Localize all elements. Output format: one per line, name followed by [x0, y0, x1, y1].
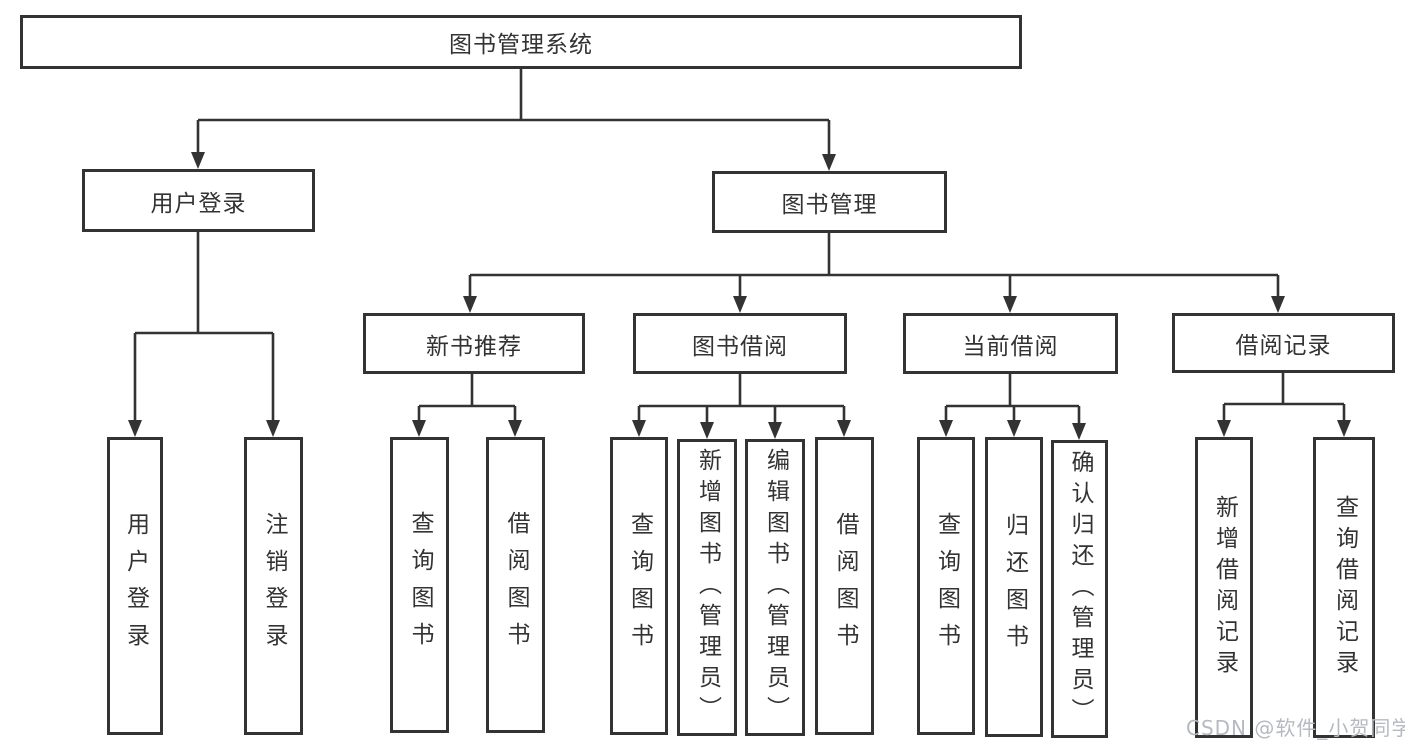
node-label: 当前借阅 — [962, 333, 1059, 360]
leaf-bb-edit-books-admin: 编辑图书（管理员） — [745, 439, 805, 736]
leaf-br-add-record: 新增借阅记录 — [1195, 437, 1253, 738]
csdn-watermark: CSDN @软件_小贺同学 — [1186, 716, 1405, 740]
arrow-cb-confirm — [1072, 423, 1086, 440]
arrow-nbr-query — [412, 420, 426, 437]
edge-book-borrow-split — [637, 374, 846, 424]
arrow-bb-query — [632, 420, 646, 437]
node-label: 图书管理系统 — [449, 32, 593, 58]
node-label: 确认归还（管理员） — [1067, 449, 1093, 729]
arrow-nbr-borrow — [508, 420, 522, 437]
node-label: 编辑图书（管理员） — [762, 448, 789, 727]
node-label: 新书推荐 — [426, 333, 522, 360]
leaf-cb-query-books: 查询图书 — [917, 437, 975, 735]
leaf-cb-confirm-return-admin: 确认归还（管理员） — [1051, 440, 1108, 738]
arrow-ul-logout — [266, 420, 280, 437]
node-user-login: 用户登录 — [82, 169, 315, 232]
node-label: 注销登录 — [261, 512, 287, 660]
arrow-current-borrow — [1003, 296, 1017, 313]
arrow-borrow-records — [1271, 296, 1285, 313]
node-book-borrowing: 图书借阅 — [633, 313, 847, 374]
edge-current-borrow-split — [944, 374, 1081, 425]
node-label: 借阅记录 — [1235, 333, 1332, 359]
arrow-new-book-rec — [463, 296, 477, 313]
arrow-bb-edit — [768, 422, 782, 439]
arrow-bb-borrow — [837, 420, 851, 437]
node-label: 查询图书 — [933, 512, 960, 660]
node-current-borrowing: 当前借阅 — [903, 313, 1118, 374]
arrow-bb-add — [700, 422, 714, 439]
node-label: 查询图书 — [407, 511, 433, 659]
node-label: 图书管理 — [781, 192, 878, 218]
node-label: 图书借阅 — [692, 333, 788, 360]
arrow-br-query — [1337, 420, 1351, 437]
node-label: 新增图书（管理员） — [694, 448, 721, 727]
arrow-cb-query — [939, 420, 953, 437]
leaf-cb-return-books: 归还图书 — [985, 437, 1043, 737]
edge-user-login-split — [133, 232, 275, 422]
arrow-br-add — [1217, 420, 1231, 437]
leaf-nbr-query-books: 查询图书 — [390, 437, 449, 733]
leaf-logout: 注销登录 — [244, 437, 303, 735]
leaf-br-query-record: 查询借阅记录 — [1313, 437, 1375, 738]
leaf-bb-borrow-books: 借阅图书 — [815, 437, 874, 735]
leaf-bb-add-books-admin: 新增图书（管理员） — [677, 439, 737, 736]
edge-new-book-rec-split — [417, 374, 517, 422]
node-library-management-system: 图书管理系统 — [20, 15, 1022, 69]
leaf-user-login: 用户登录 — [107, 437, 163, 735]
edge-borrow-records-split — [1222, 373, 1346, 422]
arrow-book-borrow — [733, 296, 747, 313]
edge-book-mgmt-split — [468, 233, 1280, 298]
arrow-cb-return — [1007, 420, 1021, 437]
arrow-book-mgmt — [822, 154, 836, 171]
node-label: 借阅图书 — [503, 511, 529, 659]
node-new-book-recommendation: 新书推荐 — [363, 313, 585, 374]
node-label: 归还图书 — [1001, 513, 1028, 661]
node-book-management: 图书管理 — [712, 171, 947, 233]
node-label: 用户登录 — [150, 190, 247, 217]
node-borrowing-records: 借阅记录 — [1172, 313, 1395, 373]
node-label: 用户登录 — [122, 512, 149, 660]
node-label: 新增借阅记录 — [1211, 494, 1238, 681]
leaf-bb-query-books: 查询图书 — [610, 437, 668, 735]
node-label: 借阅图书 — [832, 512, 858, 660]
node-label: 查询图书 — [626, 512, 653, 660]
node-label: 查询借阅记录 — [1331, 494, 1358, 681]
edge-root-split — [196, 69, 831, 157]
leaf-nbr-borrow-books: 借阅图书 — [486, 437, 545, 733]
arrow-user-login — [191, 152, 205, 169]
arrowheads — [128, 152, 1351, 440]
arrow-ul-user-login — [128, 420, 142, 437]
